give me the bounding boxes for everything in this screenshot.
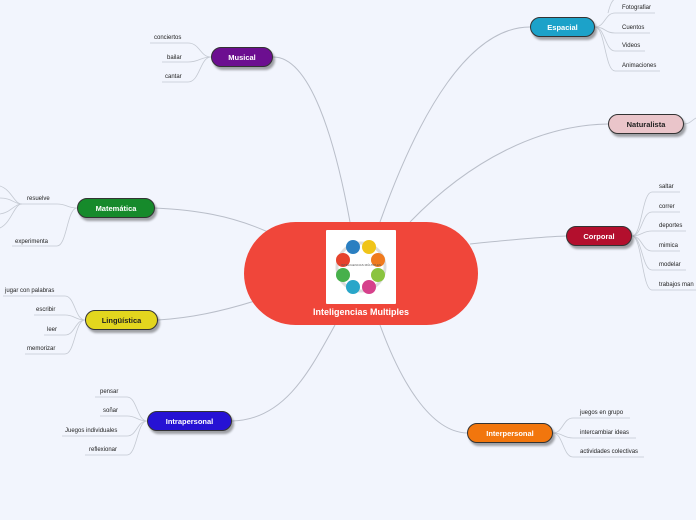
central-node-title: Inteligencias Multiples [312,307,410,317]
leaf-intrapersonal-sonar[interactable]: soñar [103,408,119,414]
leaf-interpersonal-juegos-en-grupo[interactable]: juegos en grupo [580,410,624,416]
node-interpersonal-label: Interpersonal [486,428,534,438]
connector-corporal [469,235,567,245]
leaf-espacial-fotografiar[interactable]: Fotografiar [622,5,652,11]
leaf-linguistica-jugar-con-palabras[interactable]: jugar con palabras [5,288,55,294]
connector-naturalista [409,123,609,223]
node-naturalista[interactable]: Naturalista [608,114,684,134]
leaf-espacial-videos[interactable]: Videos [622,43,641,49]
leaf-interpersonal-actividades-colectivas[interactable]: actividades colectivas [580,449,639,455]
leaf-musical-bailar[interactable]: bailar [167,55,182,61]
leaf-corporal-deportes[interactable]: deportes [659,223,683,229]
leaf-intrapersonal-reflexionar[interactable]: reflexionar [89,447,118,453]
node-corporal-label: Corporal [583,231,615,241]
leaf-espacial-cuentos[interactable]: Cuentos [622,25,645,31]
leaf-corporal-correr[interactable]: correr [659,204,675,210]
node-matematica-label: Matemática [95,203,137,213]
leaf-linguistica-memorizar[interactable]: memorizar [27,346,56,352]
leaf-interpersonal-intercambiar-ideas[interactable]: intercambiar ideas [580,430,630,436]
leaf-matematica-experimenta[interactable]: experimenta [15,239,49,245]
connector-matematica [154,207,269,233]
leaf-intrapersonal-pensar[interactable]: pensar [100,389,119,395]
leaf-linguistica-escribir[interactable]: escribir [36,307,56,313]
leaf-linguistica-leer[interactable]: leer [47,327,58,333]
leaf-musical-conciertos[interactable]: conciertos [154,35,182,41]
node-espacial[interactable]: Espacial [530,17,595,37]
connector-linguistica [157,299,259,321]
node-intrapersonal-label: Intrapersonal [165,416,214,426]
node-naturalista-label: Naturalista [626,119,666,129]
leaf-corporal-saltar[interactable]: saltar [659,184,674,190]
connector-espacial [379,26,531,223]
node-musical[interactable]: Musical [211,47,273,67]
connector-musical [271,56,351,223]
central-node[interactable]: INTELIGENCIAS MÚLTIPLES Inteligencias Mu… [244,222,478,325]
leaf-musical-cantar[interactable]: cantar [165,74,182,80]
leaf-corporal-trabajos[interactable]: trabajos man [659,282,694,288]
svg-text:INTELIGENCIAS MÚLTIPLES: INTELIGENCIAS MÚLTIPLES [341,262,381,267]
node-interpersonal[interactable]: Interpersonal [467,423,553,443]
node-intrapersonal[interactable]: Intrapersonal [147,411,232,431]
connector-interpersonal [379,324,468,434]
connector-intrapersonal [231,324,336,422]
leaf-espacial-animaciones[interactable]: Animaciones [622,63,657,69]
multiple-intelligences-image: INTELIGENCIAS MÚLTIPLES [326,230,396,304]
node-musical-label: Musical [228,52,256,62]
leaf-corporal-mimica[interactable]: mimica [659,243,678,249]
leaf-intrapersonal-juegos-individuales[interactable]: Juegos individuales [65,428,118,434]
node-linguistica-label: Lingüística [101,315,142,325]
leaf-corporal-modelar[interactable]: modelar [659,262,681,268]
node-espacial-label: Espacial [547,22,578,32]
node-matematica[interactable]: Matemática [77,198,155,218]
node-linguistica[interactable]: Lingüística [85,310,158,330]
node-corporal[interactable]: Corporal [566,226,632,246]
leaf-matematica-resuelve[interactable]: resuelve [27,196,50,202]
